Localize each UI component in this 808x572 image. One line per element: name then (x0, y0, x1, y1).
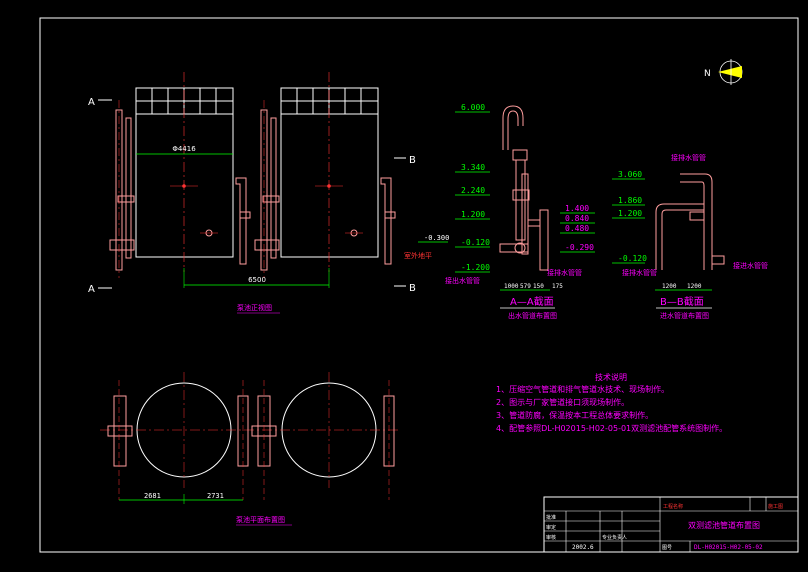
left-tank-body (135, 113, 234, 258)
elev-aa-4: 1.200 (461, 210, 485, 219)
tb-stage: 施工图 (768, 503, 783, 510)
dimension-diameter: Φ4416 (172, 145, 196, 153)
tb-row-3: 审核 (546, 534, 556, 541)
note-3: 3、管道防腐，保温按本工程总体要求制作。 (496, 410, 653, 420)
technical-notes: 技术说明 1、压缩空气管道和排气管道水技术、现场制作。 2、图示与厂家管道接口须… (496, 372, 727, 433)
tb-row-4: 专业负责人 (602, 534, 627, 541)
tb-row-2: 审定 (546, 524, 556, 531)
aa-dim-2: 579 (520, 283, 531, 290)
elev-bb-1: 3.060 (618, 170, 642, 179)
plan-dim-right: 2731 (207, 492, 224, 500)
note-2: 2、图示与厂家管道接口须现场制作。 (496, 397, 629, 407)
north-label: N (704, 69, 711, 79)
right-tank-body (280, 113, 379, 258)
front-view: Φ4416 6500 A A B B -0.300 室外地平 泵池正视图 (88, 72, 449, 314)
plan-view: 2681 2731 泵池平面布置图 (100, 372, 400, 526)
aa-label-right: 接排水管管 (547, 268, 582, 277)
bb-dim-2: 1200 (687, 283, 702, 290)
elev-aa-5: -0.120 (461, 238, 490, 247)
elev-aa-3: 2.240 (461, 186, 485, 195)
aa-title: A—A截面 (510, 295, 554, 308)
tb-project: 工程名称 (663, 503, 683, 510)
tb-row-5: 图号 (662, 545, 672, 551)
section-bb: 3.060 1.860 1.200 -0.120 接排水管管 接排水管管 接进水… (612, 153, 768, 320)
elev-bb-3: 1.200 (618, 209, 642, 218)
section-a-top: A (88, 97, 95, 108)
elev-aa-2: 3.340 (461, 163, 485, 172)
elev-mid-2: 0.840 (565, 214, 589, 223)
section-aa: 6.000 3.340 2.240 1.200 -0.120 -1.200 (445, 103, 595, 320)
aa-label-left: 接出水管管 (445, 276, 480, 285)
note-1: 1、压缩空气管道和排气管道水技术、现场制作。 (496, 384, 669, 394)
bb-label-right: 接进水管管 (733, 261, 768, 270)
title-block: 工程名称 施工图 批准 审定 审核 专业负责人 图号 双测滤池管道布置图 DL-… (543, 496, 799, 553)
aa-dim-1: 1000 (504, 283, 519, 290)
elev-aa-1: 6.000 (461, 103, 485, 112)
front-view-caption: 泵池正视图 (237, 303, 272, 312)
elev-mid-4: -0.290 (565, 243, 594, 252)
bb-subtitle: 进水管道布置图 (660, 311, 709, 320)
ground-elevation: -0.300 (424, 234, 449, 242)
elev-bb-2: 1.860 (618, 196, 642, 205)
dimension-spacing: 6500 (248, 276, 266, 284)
plan-view-caption: 泵池平面布置图 (236, 515, 285, 524)
plan-dim-left: 2681 (144, 492, 161, 500)
bb-label-left: 接排水管管 (622, 268, 657, 277)
section-a-bottom: A (88, 284, 95, 295)
section-b-bottom: B (409, 283, 416, 294)
elev-bb-4: -0.120 (618, 254, 647, 263)
bb-label-top: 接排水管管 (671, 153, 706, 162)
notes-title: 技术说明 (595, 372, 627, 382)
section-b-top: B (409, 155, 416, 166)
aa-subtitle: 出水管道布置图 (508, 311, 557, 320)
north-arrow-icon: N (704, 59, 743, 85)
sheet-frame (39, 17, 799, 553)
elev-mid-1: 1.400 (565, 204, 589, 213)
tb-date: 2002.6 (572, 544, 594, 551)
bb-dim-1: 1200 (662, 283, 677, 290)
elev-aa-6: -1.200 (461, 263, 490, 272)
aa-dim-3: 150 (533, 283, 544, 290)
tb-row-1: 批准 (546, 514, 556, 521)
bb-title: B—B截面 (660, 295, 704, 308)
aa-dim-4: 175 (552, 283, 563, 290)
note-4: 4、配管参照DL-H02015-H02-05-01双测滤池配管系统图制作。 (496, 423, 727, 433)
ground-label: 室外地平 (404, 251, 432, 260)
tb-drawing-name: 双测滤池管道布置图 (688, 520, 760, 530)
elev-mid-3: 0.480 (565, 224, 589, 233)
tb-drawing-no: DL-H02015-H02-05-02 (694, 544, 763, 551)
